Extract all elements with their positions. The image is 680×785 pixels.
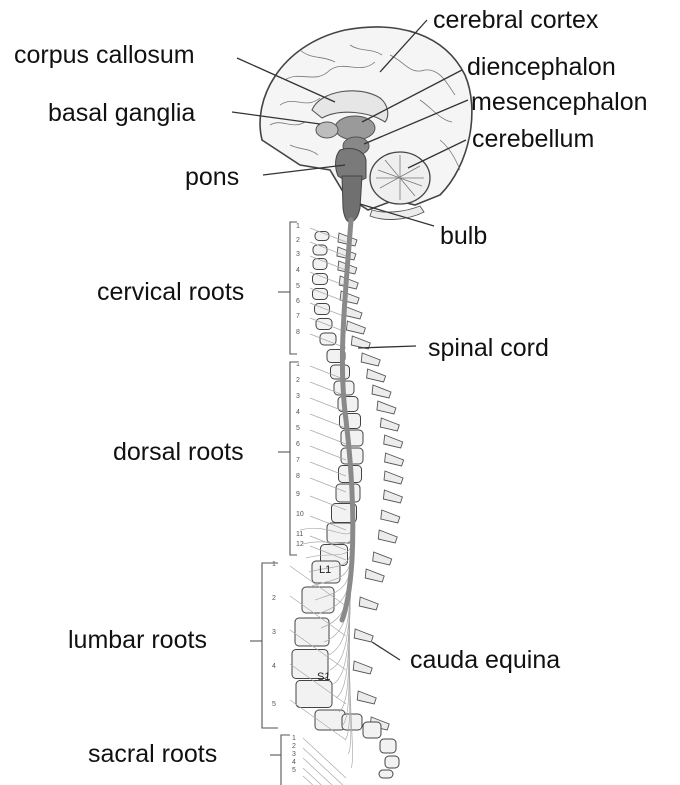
segment-number-dorsal: 8 bbox=[296, 473, 300, 480]
vertebra-body bbox=[385, 756, 399, 768]
vertebra-body bbox=[315, 710, 345, 730]
segment-number-cervical: 2 bbox=[296, 237, 300, 244]
spinous-process bbox=[384, 471, 403, 484]
vertebra-body bbox=[340, 414, 361, 429]
vertebra-body bbox=[295, 618, 329, 646]
brain bbox=[260, 27, 472, 222]
segment-number-dorsal: 10 bbox=[296, 511, 304, 518]
segment-number-cervical: 7 bbox=[296, 313, 300, 320]
vertebra-body bbox=[380, 739, 396, 753]
spinous-process bbox=[384, 435, 403, 448]
vertebra-body bbox=[296, 681, 332, 708]
spinous-process bbox=[372, 385, 391, 398]
label-dorsal-roots: dorsal roots bbox=[113, 438, 244, 466]
vertebra-body bbox=[336, 484, 360, 502]
vertebral-column bbox=[292, 206, 424, 778]
vertebra-body bbox=[313, 274, 328, 285]
vertebra-body bbox=[315, 304, 330, 315]
spinous-process bbox=[361, 353, 380, 366]
segment-number-cervical: 1 bbox=[296, 223, 300, 230]
spinous-process bbox=[385, 453, 404, 466]
label-bulb: bulb bbox=[440, 222, 487, 250]
label-diencephalon: diencephalon bbox=[467, 53, 616, 81]
segment-number-dorsal: 7 bbox=[296, 457, 300, 464]
segment-number-lumbar: 3 bbox=[272, 629, 276, 636]
label-spinal-cord: spinal cord bbox=[428, 334, 549, 362]
label-basal-ganglia: basal ganglia bbox=[48, 99, 195, 127]
spinous-process bbox=[359, 597, 378, 610]
segment-number-sacral: 5 bbox=[292, 767, 296, 774]
vertebra-label-l1: L1 bbox=[319, 564, 331, 576]
segment-number-sacral: 2 bbox=[292, 743, 296, 750]
vertebra-body bbox=[316, 319, 332, 330]
segment-number-dorsal: 5 bbox=[296, 425, 300, 432]
spinous-process bbox=[365, 569, 384, 582]
segment-number-cervical: 8 bbox=[296, 329, 300, 336]
bracket-dorsal bbox=[278, 362, 297, 555]
segment-number-dorsal: 9 bbox=[296, 491, 300, 498]
segment-number-lumbar: 4 bbox=[272, 663, 276, 670]
label-cerebral-cortex: cerebral cortex bbox=[433, 6, 599, 34]
spinal-nerve-line bbox=[303, 738, 346, 778]
segment-number-lumbar: 5 bbox=[272, 701, 276, 708]
diencephalon bbox=[335, 116, 375, 140]
segment-number-lumbar: 2 bbox=[272, 595, 276, 602]
segment-number-sacral: 3 bbox=[292, 751, 296, 758]
segment-number-lumbar: 1 bbox=[272, 561, 276, 568]
spinous-process bbox=[367, 369, 386, 382]
leader-cauda-equina bbox=[372, 642, 400, 660]
label-pons: pons bbox=[185, 163, 239, 191]
spinal-nerve-line bbox=[303, 758, 346, 785]
spinous-process bbox=[373, 552, 392, 565]
segment-number-dorsal: 2 bbox=[296, 377, 300, 384]
vertebra-body bbox=[313, 245, 327, 255]
spinous-process bbox=[378, 530, 397, 543]
spinous-process bbox=[381, 510, 400, 523]
vertebra-body bbox=[363, 722, 381, 738]
spinous-process bbox=[380, 418, 399, 431]
bulb bbox=[342, 176, 362, 222]
spinous-process bbox=[354, 629, 373, 642]
label-cauda-equina: cauda equina bbox=[410, 646, 560, 674]
segment-number-dorsal: 3 bbox=[296, 393, 300, 400]
spinal-nerve-line bbox=[303, 776, 346, 785]
spinous-process bbox=[383, 490, 402, 503]
label-cerebellum: cerebellum bbox=[472, 125, 594, 153]
spinous-process bbox=[346, 321, 365, 334]
spinous-process bbox=[377, 401, 396, 414]
segment-number-cervical: 4 bbox=[296, 267, 300, 274]
segment-number-dorsal: 11 bbox=[296, 531, 303, 538]
bracket-cervical bbox=[278, 222, 297, 354]
segment-number-dorsal: 1 bbox=[296, 361, 300, 368]
segment-number-cervical: 3 bbox=[296, 251, 300, 258]
spinal-nerve-line bbox=[303, 748, 346, 785]
skull-base bbox=[370, 206, 424, 219]
segment-number-dorsal: 6 bbox=[296, 441, 300, 448]
segment-number-cervical: 6 bbox=[296, 298, 300, 305]
vertebra-body bbox=[338, 397, 358, 412]
vertebra-body bbox=[379, 770, 393, 778]
label-corpus-callosum: corpus callosum bbox=[14, 41, 195, 69]
segment-number-sacral: 4 bbox=[292, 759, 296, 766]
segment-number-cervical: 5 bbox=[296, 283, 300, 290]
label-mesencephalon: mesencephalon bbox=[471, 88, 648, 116]
segment-number-dorsal: 12 bbox=[296, 541, 304, 548]
spinous-process bbox=[357, 691, 376, 704]
spinous-process bbox=[353, 661, 372, 674]
segment-number-dorsal: 4 bbox=[296, 409, 300, 416]
segment-number-sacral: 1 bbox=[292, 735, 296, 742]
vertebra-label-s1: S1 bbox=[317, 671, 330, 683]
label-sacral-roots: sacral roots bbox=[88, 740, 217, 768]
bracket-sacral bbox=[270, 735, 290, 785]
label-lumbar-roots: lumbar roots bbox=[68, 626, 207, 654]
label-cervical-roots: cervical roots bbox=[97, 278, 244, 306]
